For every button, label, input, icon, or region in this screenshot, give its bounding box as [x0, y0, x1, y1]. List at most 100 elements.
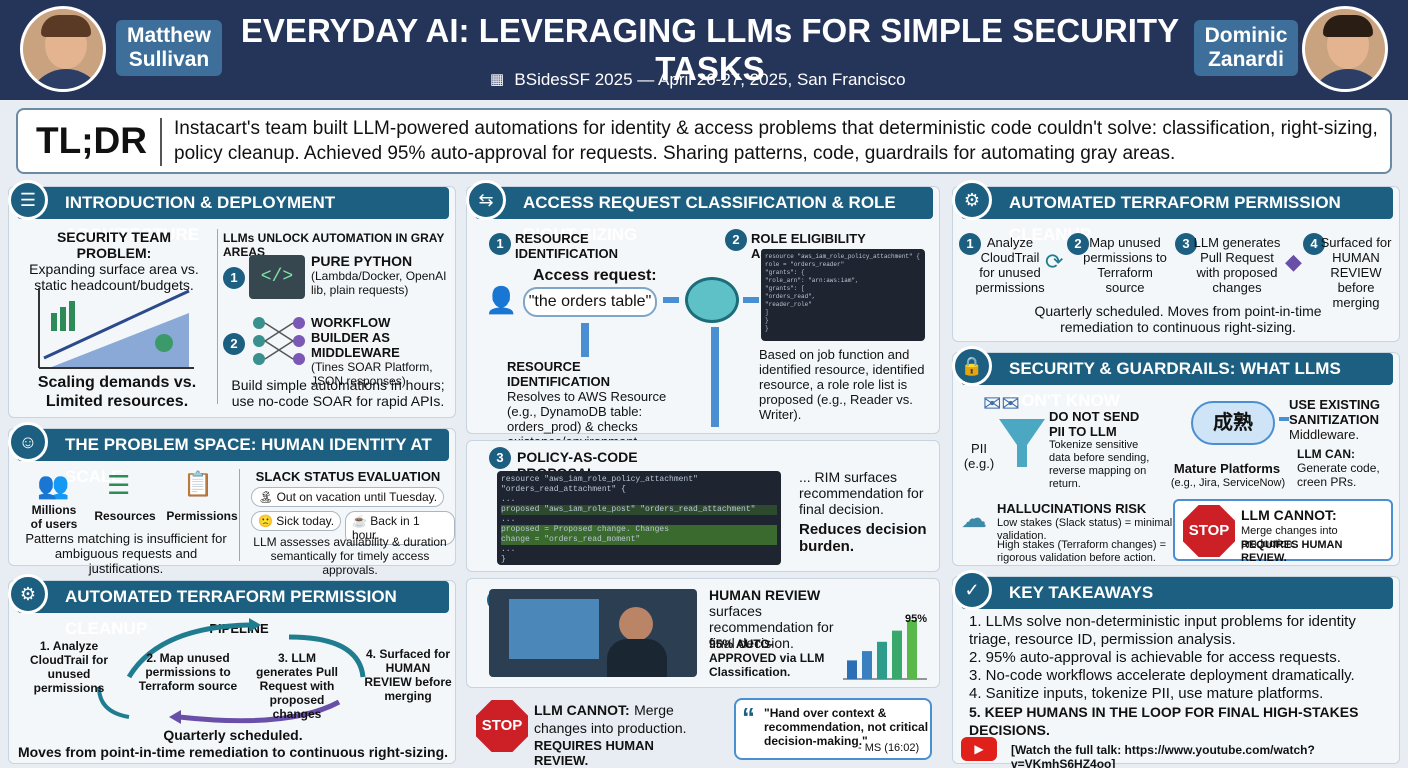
permissions-icon: 📋 — [183, 471, 213, 498]
tf-left-panel: AUTOMATED TERRAFORM PERMISSION CLEANUP P… — [8, 580, 456, 764]
takeaways-heading: KEY TAKEAWAYS — [961, 577, 1393, 609]
approval-bar — [862, 651, 872, 679]
cannot-text: Merge changes into production. — [534, 702, 687, 736]
talk-link[interactable]: [Watch the full talk: https://www.youtub… — [1011, 743, 1315, 768]
problem-heading-bar: THE PROBLEM SPACE: HUMAN IDENTITY AT SCA… — [17, 429, 449, 486]
funnel-icon — [999, 419, 1045, 467]
tf-right-step-2: Map unused permissions to Terraform sour… — [1083, 235, 1167, 295]
pipeline-step-1: 1. Analyze CloudTrail for unused permiss… — [30, 639, 108, 695]
pipeline-cycle-graphic — [97, 618, 366, 724]
status-chip-sick: 🙁 Sick today. — [251, 511, 342, 531]
intro-panel: INTRODUCTION & DEPLOYMENT ARCHITECTURE S… — [8, 186, 456, 418]
code-line: "orders_read_attachment" { — [501, 485, 626, 494]
tldr-divider — [160, 118, 162, 166]
guardrails-heading: SECURITY & GUARDRAILS: WHAT LLMS DON'T K… — [961, 353, 1393, 410]
quote-text: "Hand over context & recommendation, not… — [764, 706, 929, 748]
approval-bar — [847, 660, 857, 679]
step-3-badge: 3 — [489, 447, 511, 469]
tldr-text: Instacart's team built LLM-powered autom… — [174, 118, 1378, 164]
code-line: "orders_read", — [765, 293, 816, 300]
divider — [217, 229, 218, 404]
code-line: role = "orders_reader" — [765, 261, 845, 268]
page-title: EVERYDAY AI: LEVERAGING LLMs FOR SIMPLE … — [240, 12, 1180, 87]
users-icon: 👥 — [37, 470, 70, 500]
pipeline-step-3: 3. LLM generates Pull Request with propo… — [255, 651, 339, 721]
status-text: Sick today. — [276, 514, 335, 528]
can-heading: LLM CAN: — [1297, 447, 1355, 461]
scaling-caption: Scaling demands vs. Limited resources. — [37, 374, 197, 410]
code-line: ] — [765, 309, 769, 316]
reviewer-photo — [489, 589, 697, 677]
step-3-badge: 3 — [1175, 233, 1197, 255]
code-line: change = "orders_read_moment" — [501, 535, 777, 545]
gear-icon: ⚙ — [952, 180, 992, 220]
tf-left-footer-2: Moves from point-in-time remediation to … — [17, 744, 449, 760]
reduces-text: Reduces decision burden. — [799, 521, 927, 555]
assess-text: LLM assesses availability & duration sem… — [253, 535, 447, 577]
access-heading: ACCESS REQUEST CLASSIFICATION & ROLE RIG… — [475, 187, 933, 244]
tf-left-footer-1: Quarterly scheduled. — [163, 727, 303, 743]
resources-icon: ☰ — [107, 470, 131, 500]
pii-label: PII (e.g.) — [963, 441, 995, 471]
intro-heading: INTRODUCTION & DEPLOYMENT ARCHITECTURE — [17, 187, 449, 244]
speaker-left-avatar — [20, 6, 106, 92]
problem-panel: THE PROBLEM SPACE: HUMAN IDENTITY AT SCA… — [8, 428, 456, 577]
role-code-block: resource "aws_iam_role_policy_attachment… — [761, 249, 925, 341]
pct-label: 95% — [905, 613, 928, 625]
speaker-right-avatar — [1302, 6, 1388, 92]
scaling-chart-graphic — [38, 288, 194, 369]
people-icon: ☺ — [8, 422, 48, 462]
tf-right-panel: AUTOMATED TERRAFORM PERMISSION CLEANUP 1… — [952, 186, 1400, 342]
status-text: Back in 1 hour. — [352, 514, 420, 542]
monitor-graphic — [509, 599, 599, 659]
halluc-heading: HALLUCINATIONS RISK — [997, 501, 1147, 516]
approval-bar — [877, 641, 887, 679]
code-line: "reader_role" — [765, 301, 812, 308]
takeaway-item: 5. KEEP HUMANS IN THE LOOP FOR FINAL HIG… — [969, 704, 1359, 738]
sanitization-text: Middleware. — [1289, 427, 1360, 442]
calendar-icon: ▦ — [490, 71, 505, 88]
resource-identification-block: RESOURCE IDENTIFICATION Resolves to AWS … — [507, 359, 677, 449]
access-panel: ACCESS REQUEST CLASSIFICATION & ROLE RIG… — [466, 186, 940, 449]
role-text: Based on job function and identified res… — [759, 347, 925, 422]
brain-icon — [685, 277, 739, 323]
quote-box: “ "Hand over context & recommendation, n… — [734, 698, 932, 760]
speaker-left-name: Matthew Sullivan — [116, 20, 222, 76]
cycle-icon: ⟳ — [1045, 249, 1064, 274]
code-line: proposed "aws_iam_role_post" "orders_rea… — [501, 505, 777, 515]
step-4-badge: 4 — [1303, 233, 1325, 255]
tldr-label: TL;DR — [36, 120, 147, 161]
review-title: HUMAN REVIEW — [709, 587, 821, 603]
status-chip-back: ☕ Back in 1 hour. — [345, 511, 455, 545]
code-line: ... — [501, 515, 516, 524]
slack-heading: SLACK STATUS EVALUATION — [255, 469, 441, 484]
no-pii-heading: DO NOT SEND PII TO LLM — [1049, 409, 1140, 439]
step-2-badge: 2 — [725, 229, 747, 251]
event-subtitle: BSidesSF 2025 — April 26-27, 2025, San F… — [514, 70, 906, 89]
youtube-icon: ▶ — [961, 737, 997, 761]
status-text: Out on vacation until Tuesday. — [276, 490, 438, 504]
halluc-low: Low stakes (Slack status) = minimal vali… — [997, 517, 1173, 542]
icon-label-users: Millions of users — [30, 503, 78, 531]
document-icon: ☰ — [8, 180, 48, 220]
item2-text: (Tines SOAR Platform, JSON responses) — [311, 360, 433, 388]
palm-icon: 🏝 — [258, 490, 277, 504]
speaker-right-name: Dominic Zanardi — [1194, 20, 1298, 76]
tf-left-heading: AUTOMATED TERRAFORM PERMISSION CLEANUP — [17, 581, 449, 638]
approval-bar — [907, 620, 917, 679]
code-line: } — [765, 325, 769, 332]
code-line: resource "aws_iam_role_policy_attachment… — [501, 475, 698, 484]
sanitization-heading: USE EXISTING SANITIZATION — [1289, 397, 1381, 427]
code-line: ... — [501, 495, 516, 504]
user-icon: 👤 — [485, 285, 518, 315]
step-1-badge: 1 — [959, 233, 981, 255]
gear-icon: ⚙ — [8, 574, 48, 614]
pipeline-step-4: 4. Surfaced for HUMAN REVIEW before merg… — [364, 647, 452, 703]
review-text: surfaces recommendation for final decisi… — [709, 603, 834, 651]
takeaway-item: 3. No-code workflows accelerate deployme… — [969, 667, 1355, 684]
checklist-icon: ✓ — [952, 570, 992, 610]
guardrails-panel: SECURITY & GUARDRAILS: WHAT LLMS DON'T K… — [952, 352, 1400, 566]
step1-title: RESOURCE IDENTIFICATION — [515, 231, 619, 261]
divider — [239, 469, 240, 561]
arrow-right — [743, 297, 759, 303]
